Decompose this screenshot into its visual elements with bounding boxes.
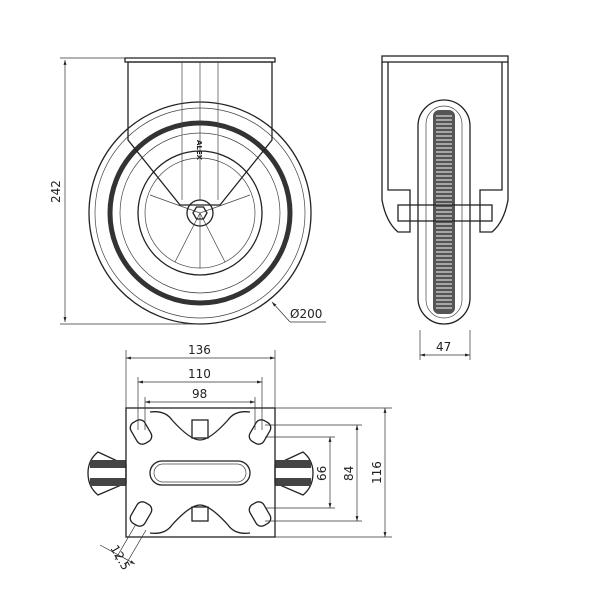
top-plate <box>124 57 276 63</box>
axle-hub <box>186 199 214 227</box>
rim-spokes <box>149 194 251 268</box>
dim-plate-height: 116 <box>370 461 384 484</box>
side-wheel <box>417 99 471 325</box>
dim-hole-v-inner: 66 <box>315 466 329 481</box>
dim-diameter: Ø200 <box>290 307 322 321</box>
dim-hole-inner: 98 <box>192 387 207 401</box>
axle-nut <box>192 206 208 220</box>
front-view: ALEX 242 Ø200 <box>49 57 326 325</box>
bracket-left <box>381 62 411 233</box>
brand-logo: ALEX <box>195 140 203 161</box>
dim-hole-v-outer: 84 <box>342 466 356 481</box>
mounting-plate <box>125 407 276 538</box>
wheel-protrusion-right <box>274 451 314 496</box>
side-view: 47 <box>381 55 509 360</box>
side-top-plate <box>381 55 509 63</box>
center-slot <box>149 460 251 486</box>
wheel-protrusion-left <box>87 451 127 496</box>
tread-pattern <box>436 115 452 309</box>
mounting-holes <box>129 419 272 527</box>
dim-plate-width: 136 <box>188 343 211 357</box>
bracket-right <box>479 62 509 233</box>
bottom-view: 136 110 98 66 84 116 12.5 <box>87 343 392 573</box>
dim-width: 47 <box>436 340 451 354</box>
dim-height: 242 <box>49 180 63 203</box>
bracket <box>127 61 273 206</box>
dim-hole-outer: 110 <box>188 367 211 381</box>
dim-slot: 12.5 <box>107 543 132 573</box>
